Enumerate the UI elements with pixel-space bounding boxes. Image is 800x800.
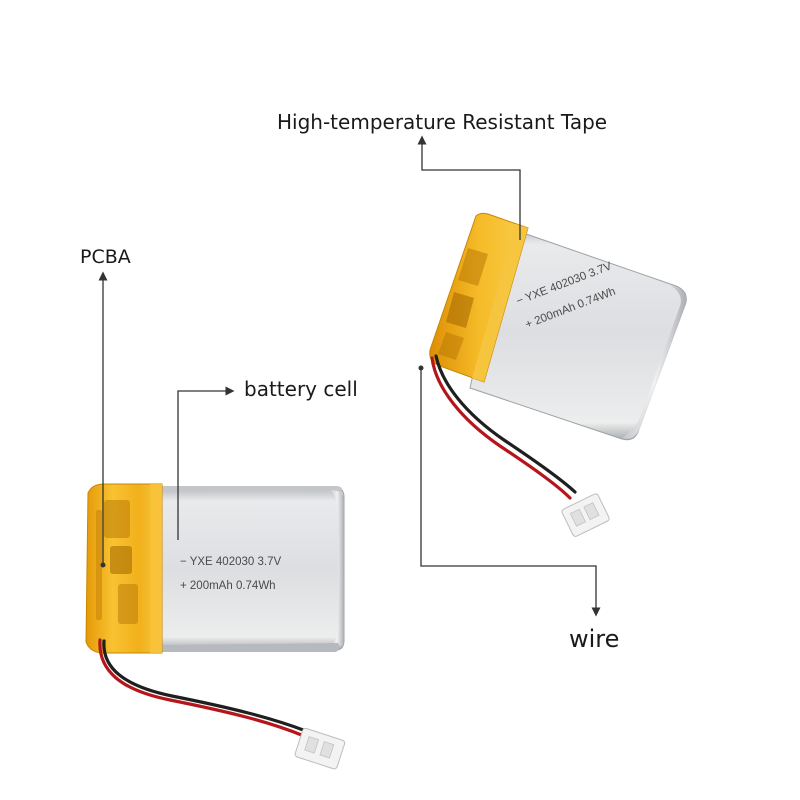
- callout-wire-label: wire: [569, 625, 620, 653]
- battery-left-print-line1: − YXE 402030 3.7V: [180, 556, 281, 568]
- battery-left-wire-black: [102, 639, 308, 733]
- battery-right-pcba-chip: [458, 248, 488, 286]
- battery-left-cell-edge: [330, 490, 344, 648]
- battery-left-pcba-chip2: [110, 546, 132, 574]
- battery-right-wire-black: [434, 354, 577, 494]
- battery-right-connector: [561, 493, 610, 537]
- battery-right-wire-red: [430, 356, 572, 500]
- battery-left-pcba-pad: [96, 510, 102, 620]
- callout-battery-cell-label: battery cell: [244, 377, 358, 401]
- callout-pcba-label: PCBA: [80, 246, 131, 268]
- battery-right-tape-fold: [472, 224, 528, 382]
- leader-line-tape: [417, 135, 521, 240]
- battery-left-tape-fold: [150, 484, 162, 653]
- leader-dot-pcba: [100, 562, 106, 568]
- battery-left-print-line2: + 200mAh 0.74Wh: [180, 580, 276, 592]
- battery-left-bottom-seal: [158, 643, 340, 652]
- leader-dot-wire: [418, 365, 424, 371]
- leader-line-battery-cell: [177, 386, 235, 540]
- battery-left-connector: [294, 727, 346, 770]
- battery-left-pcba-chip3: [118, 584, 138, 624]
- battery-right-pcba-chip2: [446, 292, 474, 328]
- battery-right: − YXE 402030 3.7V + 200mAh 0.74Wh: [429, 212, 687, 537]
- battery-right-cell-body: [469, 226, 687, 441]
- battery-left-wire-red: [98, 638, 306, 738]
- battery-left-cell-body: [149, 487, 345, 651]
- battery-right-pcba-chip3: [438, 332, 464, 360]
- battery-left-top-seal: [158, 486, 342, 492]
- leader-line-wire: [420, 368, 601, 617]
- callout-tape-label: High-temperature Resistant Tape: [277, 110, 608, 134]
- battery-left: − YXE 402030 3.7V + 200mAh 0.74Wh: [85, 483, 346, 770]
- battery-left-pcba-chip: [104, 500, 130, 538]
